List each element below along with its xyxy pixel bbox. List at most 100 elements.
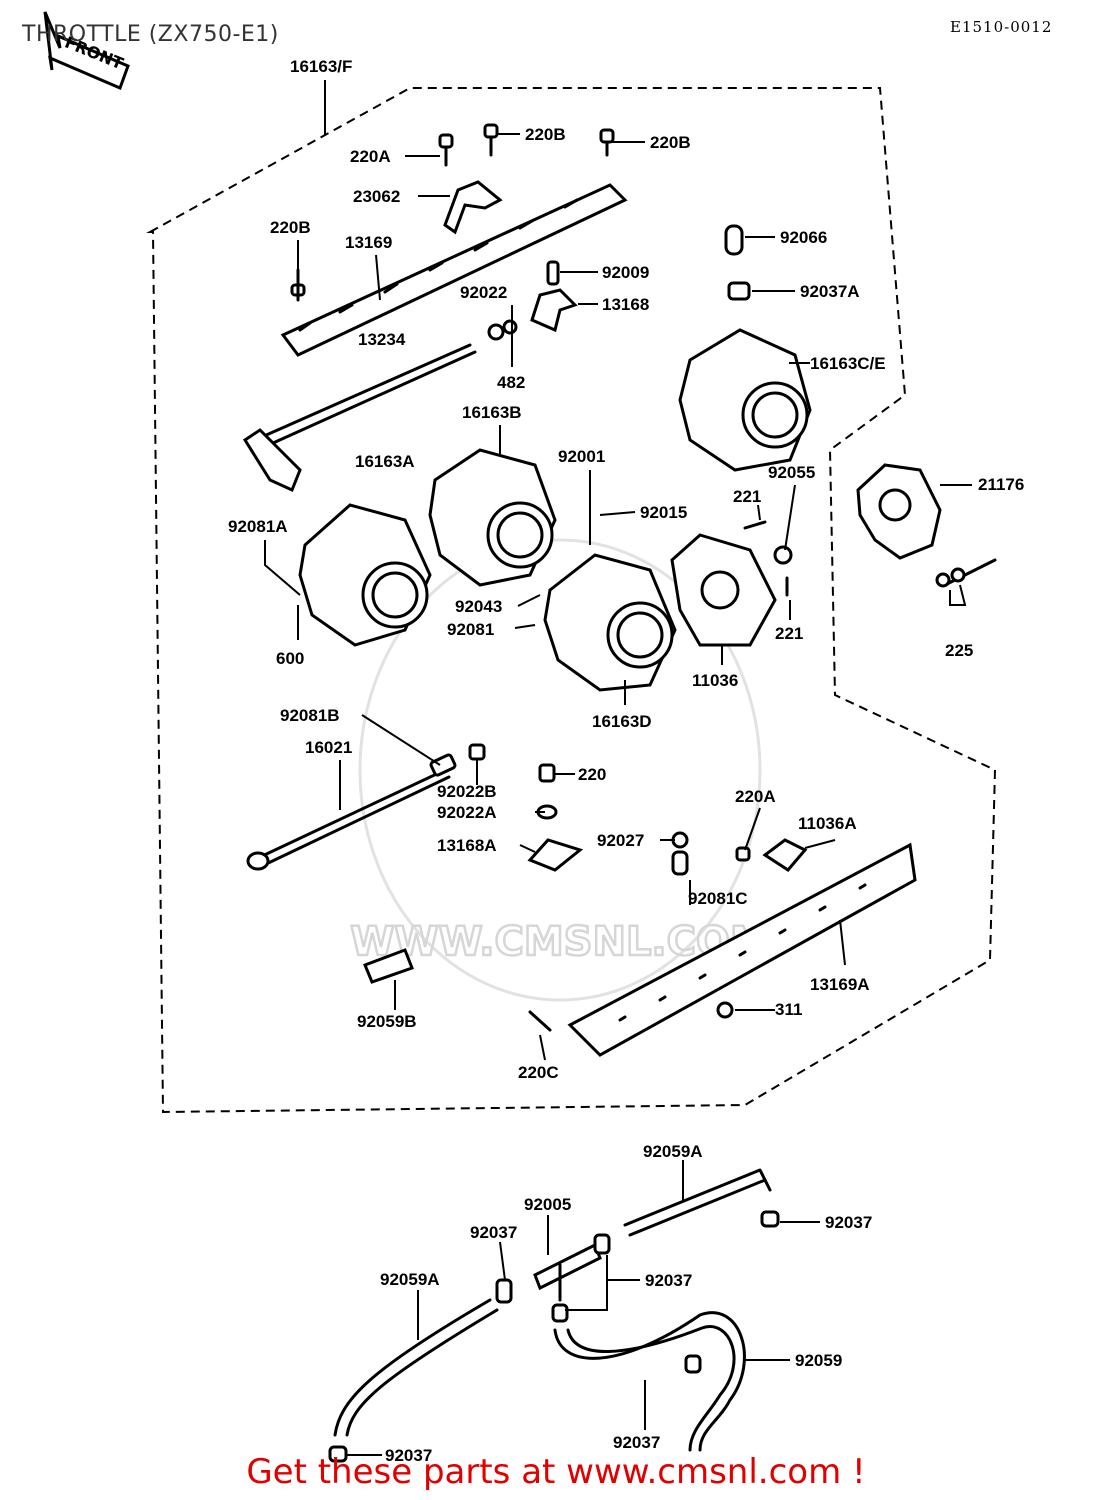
part-label: 92055 [768,463,815,482]
washer-225-icon [935,572,951,588]
bolt-220B-icon [290,268,306,302]
part-label: 92081 [447,620,494,639]
throttle-body-16163C-E [678,328,812,472]
hose-92059 [553,1311,746,1452]
part-label: 92081A [228,517,288,536]
part-label: 225 [945,641,973,660]
sensor-21176 [856,463,942,560]
part-label: 220B [270,218,311,237]
part-label: 92022A [437,803,497,822]
part-label: 92037 [385,1446,432,1465]
part-label: 221 [775,624,803,643]
footer-cta-link[interactable]: Get these parts at www.cmsnl.com ! [246,1452,866,1492]
hose-92059A-lower [333,1298,499,1437]
clamp-92037-icon [684,1354,702,1374]
part-label: 220B [650,133,691,152]
bracket-13168A [527,838,584,872]
part-label: 23062 [353,187,400,206]
throttle-body-16163D [543,553,677,692]
washer-92022-icon [487,323,505,341]
nut-311-icon [716,1001,734,1019]
part-label: 13234 [358,330,406,349]
part-label: 92037 [645,1271,692,1290]
clamp-92037-icon [760,1210,780,1228]
clip-92027-icon [671,831,689,849]
part-label: 220 [578,765,606,784]
hose-92059A-upper [623,1168,772,1237]
part-label: 220B [525,125,566,144]
part-label: 11036A [798,814,857,833]
part-label: 220A [350,147,391,166]
part-label: 16163A [355,452,415,471]
shaft-13234 [242,343,477,493]
part-label: 16163/F [290,57,352,76]
part-label: 11036 [692,671,738,690]
part-label: 13169 [345,233,392,252]
part-labels: 16163/F 220A 220B 220B 23062 220B 13169 … [228,57,1024,1465]
throttle-body-16163B [428,448,557,587]
part-label: 16163B [462,403,522,422]
bolt-220B-icon [483,123,499,157]
part-label: 92027 [597,831,644,850]
part-label: 92059 [795,1351,842,1370]
part-label: 92037 [825,1213,872,1232]
throttle-body-16163A [298,503,432,647]
part-label: 600 [276,649,304,668]
cap-92066-icon [724,224,744,256]
part-label: 16163C/E [810,354,886,373]
part-label: 13169A [810,975,870,994]
leader-lines [264,80,972,1456]
part-label: 13168 [602,295,649,314]
part-label: 92009 [602,263,649,282]
screw-92009-icon [546,260,560,286]
o-ring-92055-icon [773,545,793,565]
page-title: THROTTLE (ZX750-E1) [22,22,279,47]
washer-482-icon [502,319,518,335]
part-label: 16163D [592,712,652,731]
part-label: 92043 [455,597,502,616]
diagram-reference-code: E1510-0012 [950,18,1053,36]
lever-23062 [443,180,503,235]
part-label: 92015 [640,503,687,522]
part-label: 92005 [524,1195,571,1214]
cap-92037A-icon [727,281,751,301]
washer-225-icon [950,567,966,583]
part-label: 311 [775,1000,802,1019]
part-label: 92059A [643,1142,703,1161]
part-label: 16021 [305,738,352,757]
part-label: 221 [733,487,761,506]
part-label: 482 [497,373,525,392]
part-label: 220C [518,1063,559,1082]
bolt-220B-icon [599,128,615,157]
clamp-92037-icon [593,1233,611,1255]
tube-92059B [363,948,414,984]
part-label: 92081B [280,706,340,725]
clamp-92037-icon [495,1278,513,1304]
part-label: 92022B [437,782,497,801]
bracket-13168 [530,288,578,333]
spring-92081C-icon [671,850,689,876]
part-label: 92066 [780,228,827,247]
part-label: 92037 [470,1223,517,1242]
part-label: 92037 [613,1433,660,1452]
bolt-220A-icon [438,133,454,167]
bolt-220C-icon [528,1010,552,1032]
bracket-11036A [762,838,808,872]
part-label: 92059B [357,1012,417,1031]
part-label: 92081C [688,889,748,908]
tee-joint-92005 [533,1242,602,1302]
part-label: 220A [735,787,776,806]
bolt-220-icon [538,763,556,783]
shaft-16021 [246,753,457,871]
assembly-boundary [146,87,997,1114]
part-label: 92001 [558,447,605,466]
clamp-92037-icon [551,1303,569,1323]
linkage-rail-13169 [280,183,628,357]
part-label: 13168A [437,836,497,855]
linkage-rail-13169A [567,842,917,1057]
bolt-220A-icon [735,846,751,862]
part-label: 92022 [460,283,507,302]
part-label: 21176 [978,475,1024,494]
screw-221-icon [743,520,789,597]
